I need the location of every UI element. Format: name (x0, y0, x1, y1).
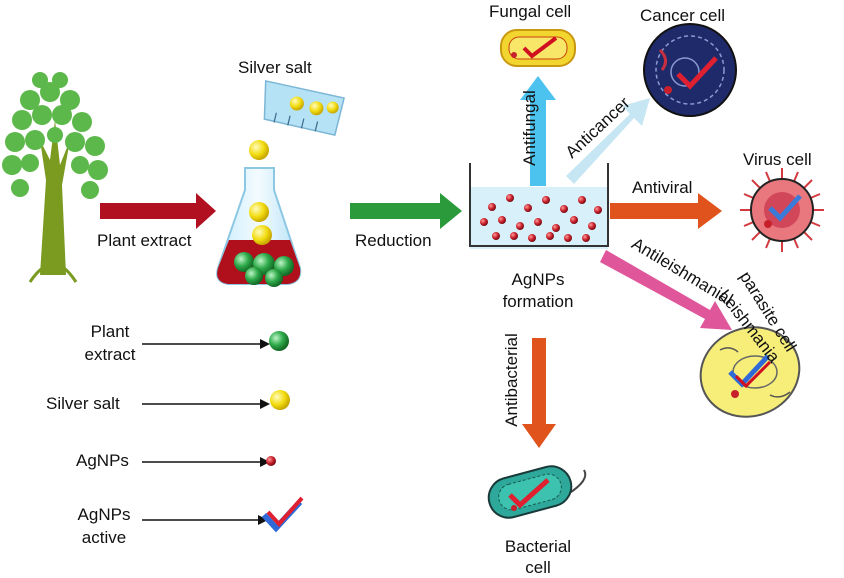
flask-icon (216, 140, 302, 287)
fungal-cell-label: Fungal cell (489, 2, 572, 21)
anticancer-arrow (566, 98, 650, 184)
tree-icon (2, 72, 108, 283)
legend-plant-extract-line2: extract (84, 345, 136, 364)
reduction-label: Reduction (355, 231, 432, 250)
legend-agnps-active-line1: AgNPs (77, 505, 131, 524)
antiviral-label: Antiviral (632, 178, 693, 197)
legend-agnps-active-line2: active (81, 528, 127, 547)
plant-extract-arrow (100, 193, 216, 229)
legend-silver-salt: Silver salt (46, 394, 120, 413)
legend (142, 331, 304, 533)
cancer-cell-label: Cancer cell (640, 6, 726, 25)
legend-plant-extract-line1: Plant (90, 322, 130, 341)
legend-green-sphere-icon (269, 331, 289, 351)
antifungal-arrow (520, 76, 556, 186)
antibacterial-label: Antibacterial (502, 333, 521, 427)
virus-cell-icon (740, 168, 824, 252)
silver-salt-label: Silver salt (238, 58, 312, 77)
agnps-formation-label-line2: formation (502, 292, 574, 311)
leishmania-cell-icon (699, 326, 801, 418)
virus-cell-label: Virus cell (743, 150, 812, 169)
bacterial-cell-label-line1: Bacterial (504, 537, 572, 556)
legend-red-dot-icon (266, 456, 276, 466)
antileishmanial-arrow (600, 250, 732, 330)
agnps-formation-label-line1: AgNPs (511, 270, 565, 289)
plant-extract-arrow-label: Plant extract (97, 231, 192, 250)
legend-agnps: AgNPs (76, 451, 129, 470)
agnps-beaker-icon (469, 163, 609, 249)
antifungal-label: Antifungal (520, 90, 539, 166)
cancer-cell-icon (643, 23, 737, 117)
bacterial-cell-icon (487, 465, 587, 519)
fungal-cell-icon (500, 29, 576, 67)
antiviral-arrow (610, 193, 722, 229)
legend-yellow-sphere-icon (270, 390, 290, 410)
bacterial-cell-label-line2: cell (525, 558, 551, 577)
antibacterial-arrow (522, 338, 556, 448)
reduction-arrow (350, 193, 462, 229)
legend-check-icon (261, 496, 304, 533)
silver-salt-beaker-icon (263, 80, 346, 136)
